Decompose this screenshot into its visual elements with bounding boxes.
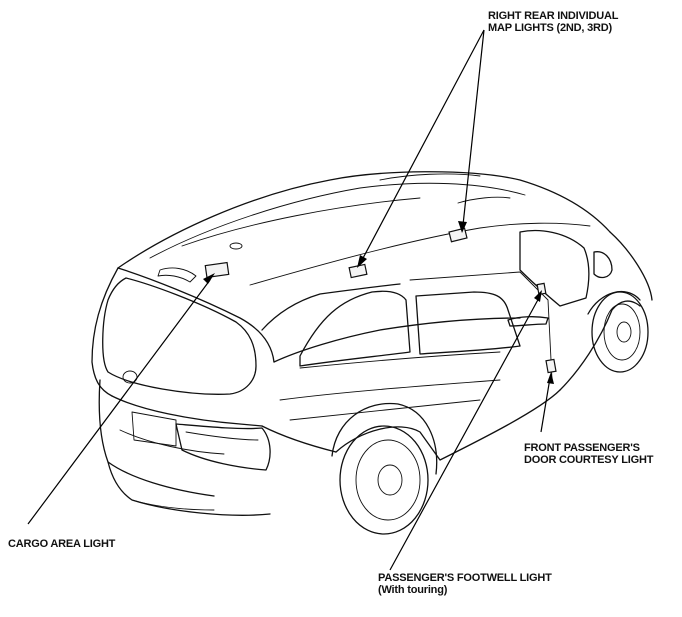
callout-line: MAP LIGHTS (2ND, 3RD) (488, 22, 612, 34)
footwell-light-callout: PASSENGER'S FOOTWELL LIGHT (With touring… (378, 572, 552, 596)
callout-line: PASSENGER'S FOOTWELL LIGHT (378, 572, 552, 584)
callout-line: FRONT PASSENGER'S (524, 442, 640, 454)
door-courtesy-light-callout: FRONT PASSENGER'S DOOR COURTESY LIGHT (524, 442, 653, 466)
door-courtesy-light-icon (545, 358, 557, 374)
callout-line: RIGHT REAR INDIVIDUAL (488, 10, 619, 22)
map-light-icon (448, 227, 468, 243)
callout-line: (With touring) (378, 584, 448, 596)
rear-map-lights-callout: RIGHT REAR INDIVIDUAL MAP LIGHTS (2ND, 3… (488, 10, 618, 34)
cargo-area-light-callout: CARGO AREA LIGHT (8, 538, 115, 550)
footwell-light-icon (536, 282, 547, 296)
cargo-area-light-icon (204, 261, 230, 279)
callout-line: DOOR COURTESY LIGHT (524, 454, 654, 466)
map-light-icon (348, 263, 368, 279)
callout-line: CARGO AREA LIGHT (8, 538, 116, 550)
